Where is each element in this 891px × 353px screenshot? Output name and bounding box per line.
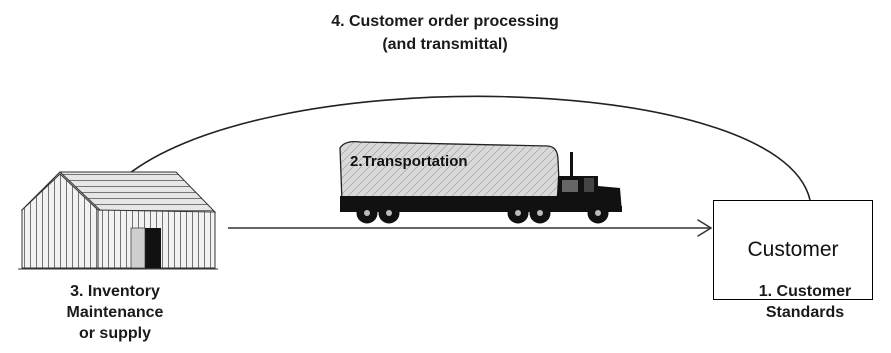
delivery-arrow xyxy=(228,219,713,237)
order-processing-line1: 4. Customer order processing xyxy=(331,13,559,30)
customer-standards-label: 1. Customer Standards xyxy=(720,281,890,323)
inventory-label: 3. Inventory Maintenance or supply xyxy=(30,281,200,344)
warehouse-icon xyxy=(18,171,218,270)
customer-box-label: Customer xyxy=(747,238,839,261)
customer-standards-line2: Standards xyxy=(765,304,845,321)
transportation-label: 2.Transportation xyxy=(350,153,468,170)
inventory-line2: Maintenance xyxy=(66,304,164,321)
inventory-line1: 3. Inventory xyxy=(70,283,160,300)
customer-box: Customer xyxy=(713,200,873,300)
order-processing-label: 4. Customer order processing (and transm… xyxy=(245,10,645,56)
inventory-line3: or supply xyxy=(78,325,151,342)
customer-standards-line1: 1. Customer xyxy=(758,283,852,300)
truck-icon xyxy=(339,140,622,224)
order-processing-line2: (and transmittal) xyxy=(382,36,508,53)
